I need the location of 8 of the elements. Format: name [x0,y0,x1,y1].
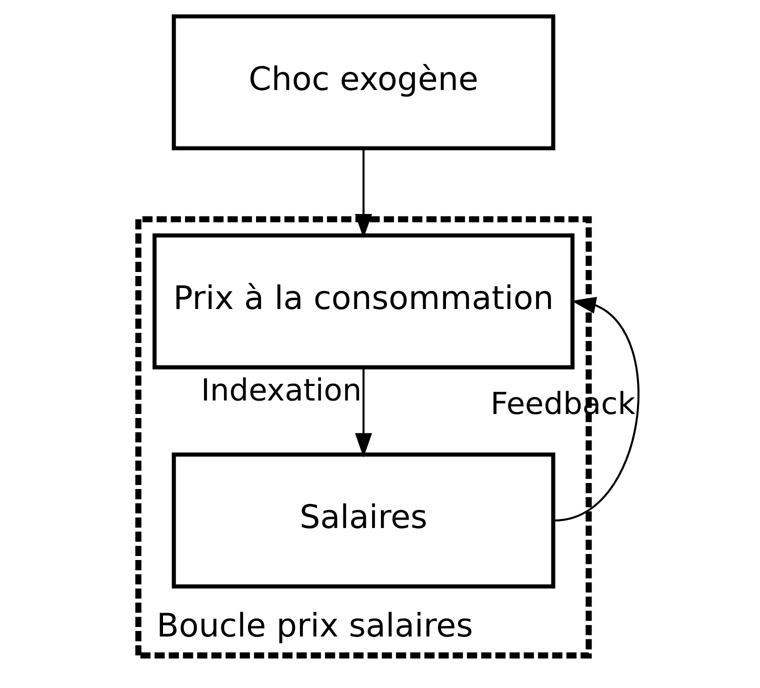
node-box: Choc exogène [171,14,555,150]
arrow [354,148,372,238]
node-box: Salaires [171,452,555,588]
edge-label: Indexation [200,374,362,408]
node-box: Prix à la consommation [152,233,574,370]
arrow [354,367,372,458]
arrow [554,296,639,522]
edge-label: Feedback [490,387,635,422]
